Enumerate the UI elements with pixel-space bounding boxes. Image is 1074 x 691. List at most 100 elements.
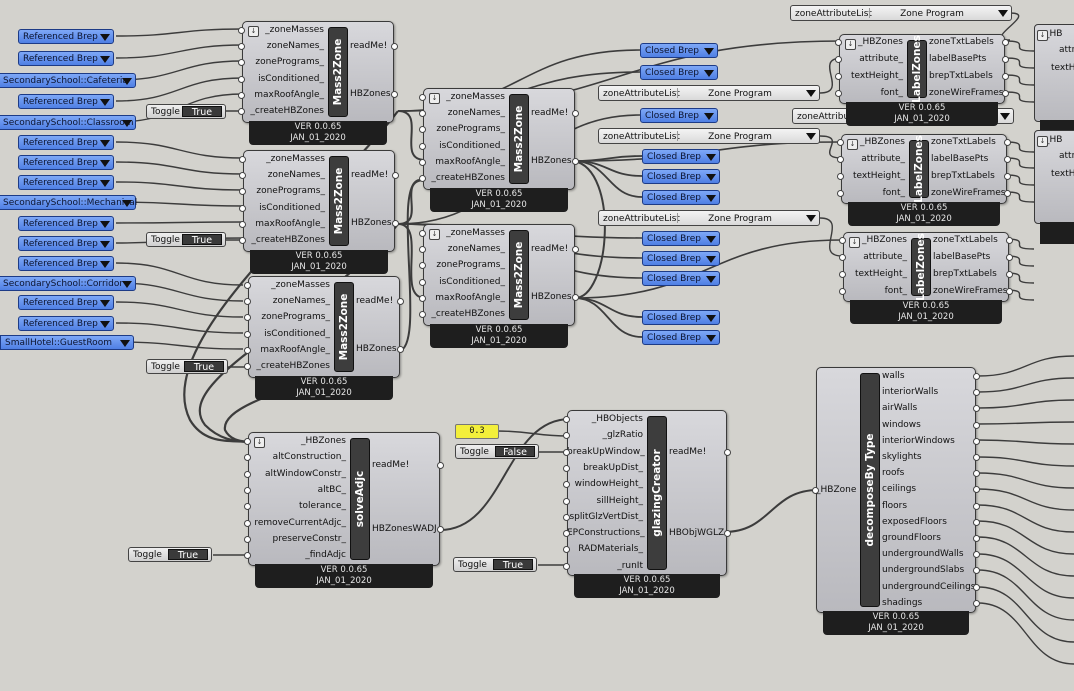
- chevron-down-icon[interactable]: [706, 276, 716, 283]
- output-port[interactable]: [973, 583, 980, 591]
- closed-brep-param[interactable]: Closed Brep: [642, 149, 720, 164]
- chevron-down-icon[interactable]: [1000, 113, 1010, 120]
- chevron-down-icon[interactable]: [100, 221, 110, 228]
- chevron-down-icon[interactable]: [122, 200, 132, 207]
- closed-brep-param[interactable]: Closed Brep: [642, 231, 720, 246]
- input-port[interactable]: [839, 254, 846, 261]
- collapse-icon[interactable]: ↓: [254, 437, 265, 448]
- input-port[interactable]: [244, 298, 251, 306]
- chevron-down-icon[interactable]: [998, 10, 1008, 17]
- program-name-param[interactable]: SecondarySchool::Cafeteria: [0, 73, 136, 88]
- input-port[interactable]: [239, 204, 246, 212]
- input-port[interactable]: [839, 271, 846, 278]
- output-port[interactable]: [1002, 73, 1009, 80]
- input-port[interactable]: [563, 562, 570, 570]
- output-port[interactable]: [973, 405, 980, 413]
- output-port[interactable]: [1004, 156, 1011, 163]
- chevron-down-icon[interactable]: [122, 120, 132, 127]
- output-port[interactable]: [973, 502, 980, 510]
- chevron-down-icon[interactable]: [100, 321, 110, 328]
- chevron-down-icon[interactable]: [806, 215, 816, 222]
- output-port[interactable]: [572, 246, 579, 253]
- input-port[interactable]: [563, 530, 570, 538]
- referenced-brep-param[interactable]: Referenced Brep: [18, 256, 114, 271]
- program-name-param[interactable]: SecondarySchool::Corridor: [0, 276, 136, 291]
- collapse-icon[interactable]: ↓: [1037, 136, 1048, 147]
- number-slider[interactable]: 0.3: [455, 424, 499, 439]
- closed-brep-param[interactable]: Closed Brep: [642, 169, 720, 184]
- input-port[interactable]: [244, 535, 251, 543]
- closed-brep-param[interactable]: Closed Brep: [640, 108, 718, 123]
- toggle-value[interactable]: True: [182, 234, 222, 246]
- input-port[interactable]: [238, 59, 245, 67]
- input-port[interactable]: [244, 314, 251, 322]
- chevron-down-icon[interactable]: [100, 160, 110, 167]
- mass2zone-body[interactable]: [423, 224, 575, 326]
- chevron-down-icon[interactable]: [100, 261, 110, 268]
- program-name-param[interactable]: SecondarySchool::Classroom: [0, 115, 136, 130]
- input-port[interactable]: [839, 237, 846, 244]
- output-port[interactable]: [391, 91, 398, 98]
- output-port[interactable]: [973, 373, 980, 380]
- toggle-value[interactable]: False: [495, 446, 535, 458]
- collapse-icon[interactable]: ↓: [845, 39, 856, 50]
- referenced-brep-param[interactable]: Referenced Brep: [18, 155, 114, 170]
- input-port[interactable]: [244, 503, 251, 511]
- input-port[interactable]: [835, 39, 842, 46]
- output-port[interactable]: [973, 486, 980, 494]
- offscreen-labelzones-partial[interactable]: _HBattritextH↓: [1034, 24, 1074, 122]
- input-port[interactable]: [419, 158, 426, 166]
- referenced-brep-param[interactable]: Referenced Brep: [18, 175, 114, 190]
- input-port[interactable]: [563, 464, 570, 472]
- input-port[interactable]: [837, 190, 844, 197]
- input-port[interactable]: [419, 126, 426, 134]
- output-port[interactable]: [724, 530, 731, 537]
- closed-brep-param[interactable]: Closed Brep: [642, 310, 720, 325]
- closed-brep-param[interactable]: Closed Brep: [642, 251, 720, 266]
- output-port[interactable]: [973, 599, 980, 607]
- toggle-value[interactable]: True: [184, 361, 224, 373]
- output-port[interactable]: [973, 421, 980, 429]
- input-port[interactable]: [238, 91, 245, 99]
- output-port[interactable]: [973, 454, 980, 461]
- chevron-down-icon[interactable]: [704, 113, 714, 120]
- output-port[interactable]: [397, 298, 404, 305]
- output-port[interactable]: [572, 158, 579, 165]
- input-port[interactable]: [563, 416, 570, 423]
- chevron-down-icon[interactable]: [704, 70, 714, 77]
- input-port[interactable]: [812, 487, 819, 494]
- input-port[interactable]: [419, 311, 426, 318]
- chevron-down-icon[interactable]: [706, 195, 716, 202]
- output-port[interactable]: [1004, 190, 1011, 197]
- output-port[interactable]: [724, 449, 731, 456]
- input-port[interactable]: [419, 94, 426, 101]
- input-port[interactable]: [419, 294, 426, 302]
- referenced-brep-param[interactable]: Referenced Brep: [18, 295, 114, 310]
- output-port[interactable]: [973, 518, 980, 526]
- input-port[interactable]: [835, 73, 842, 80]
- input-port[interactable]: [244, 454, 251, 462]
- output-port[interactable]: [572, 110, 579, 117]
- closed-brep-param[interactable]: Closed Brep: [640, 65, 718, 80]
- input-port[interactable]: [239, 220, 246, 228]
- input-port[interactable]: [419, 142, 426, 150]
- input-port[interactable]: [239, 188, 246, 196]
- closed-brep-param[interactable]: Closed Brep: [642, 330, 720, 345]
- input-port[interactable]: [244, 282, 251, 289]
- output-port[interactable]: [391, 43, 398, 50]
- output-port[interactable]: [973, 437, 980, 445]
- input-port[interactable]: [238, 43, 245, 51]
- chevron-down-icon[interactable]: [100, 300, 110, 307]
